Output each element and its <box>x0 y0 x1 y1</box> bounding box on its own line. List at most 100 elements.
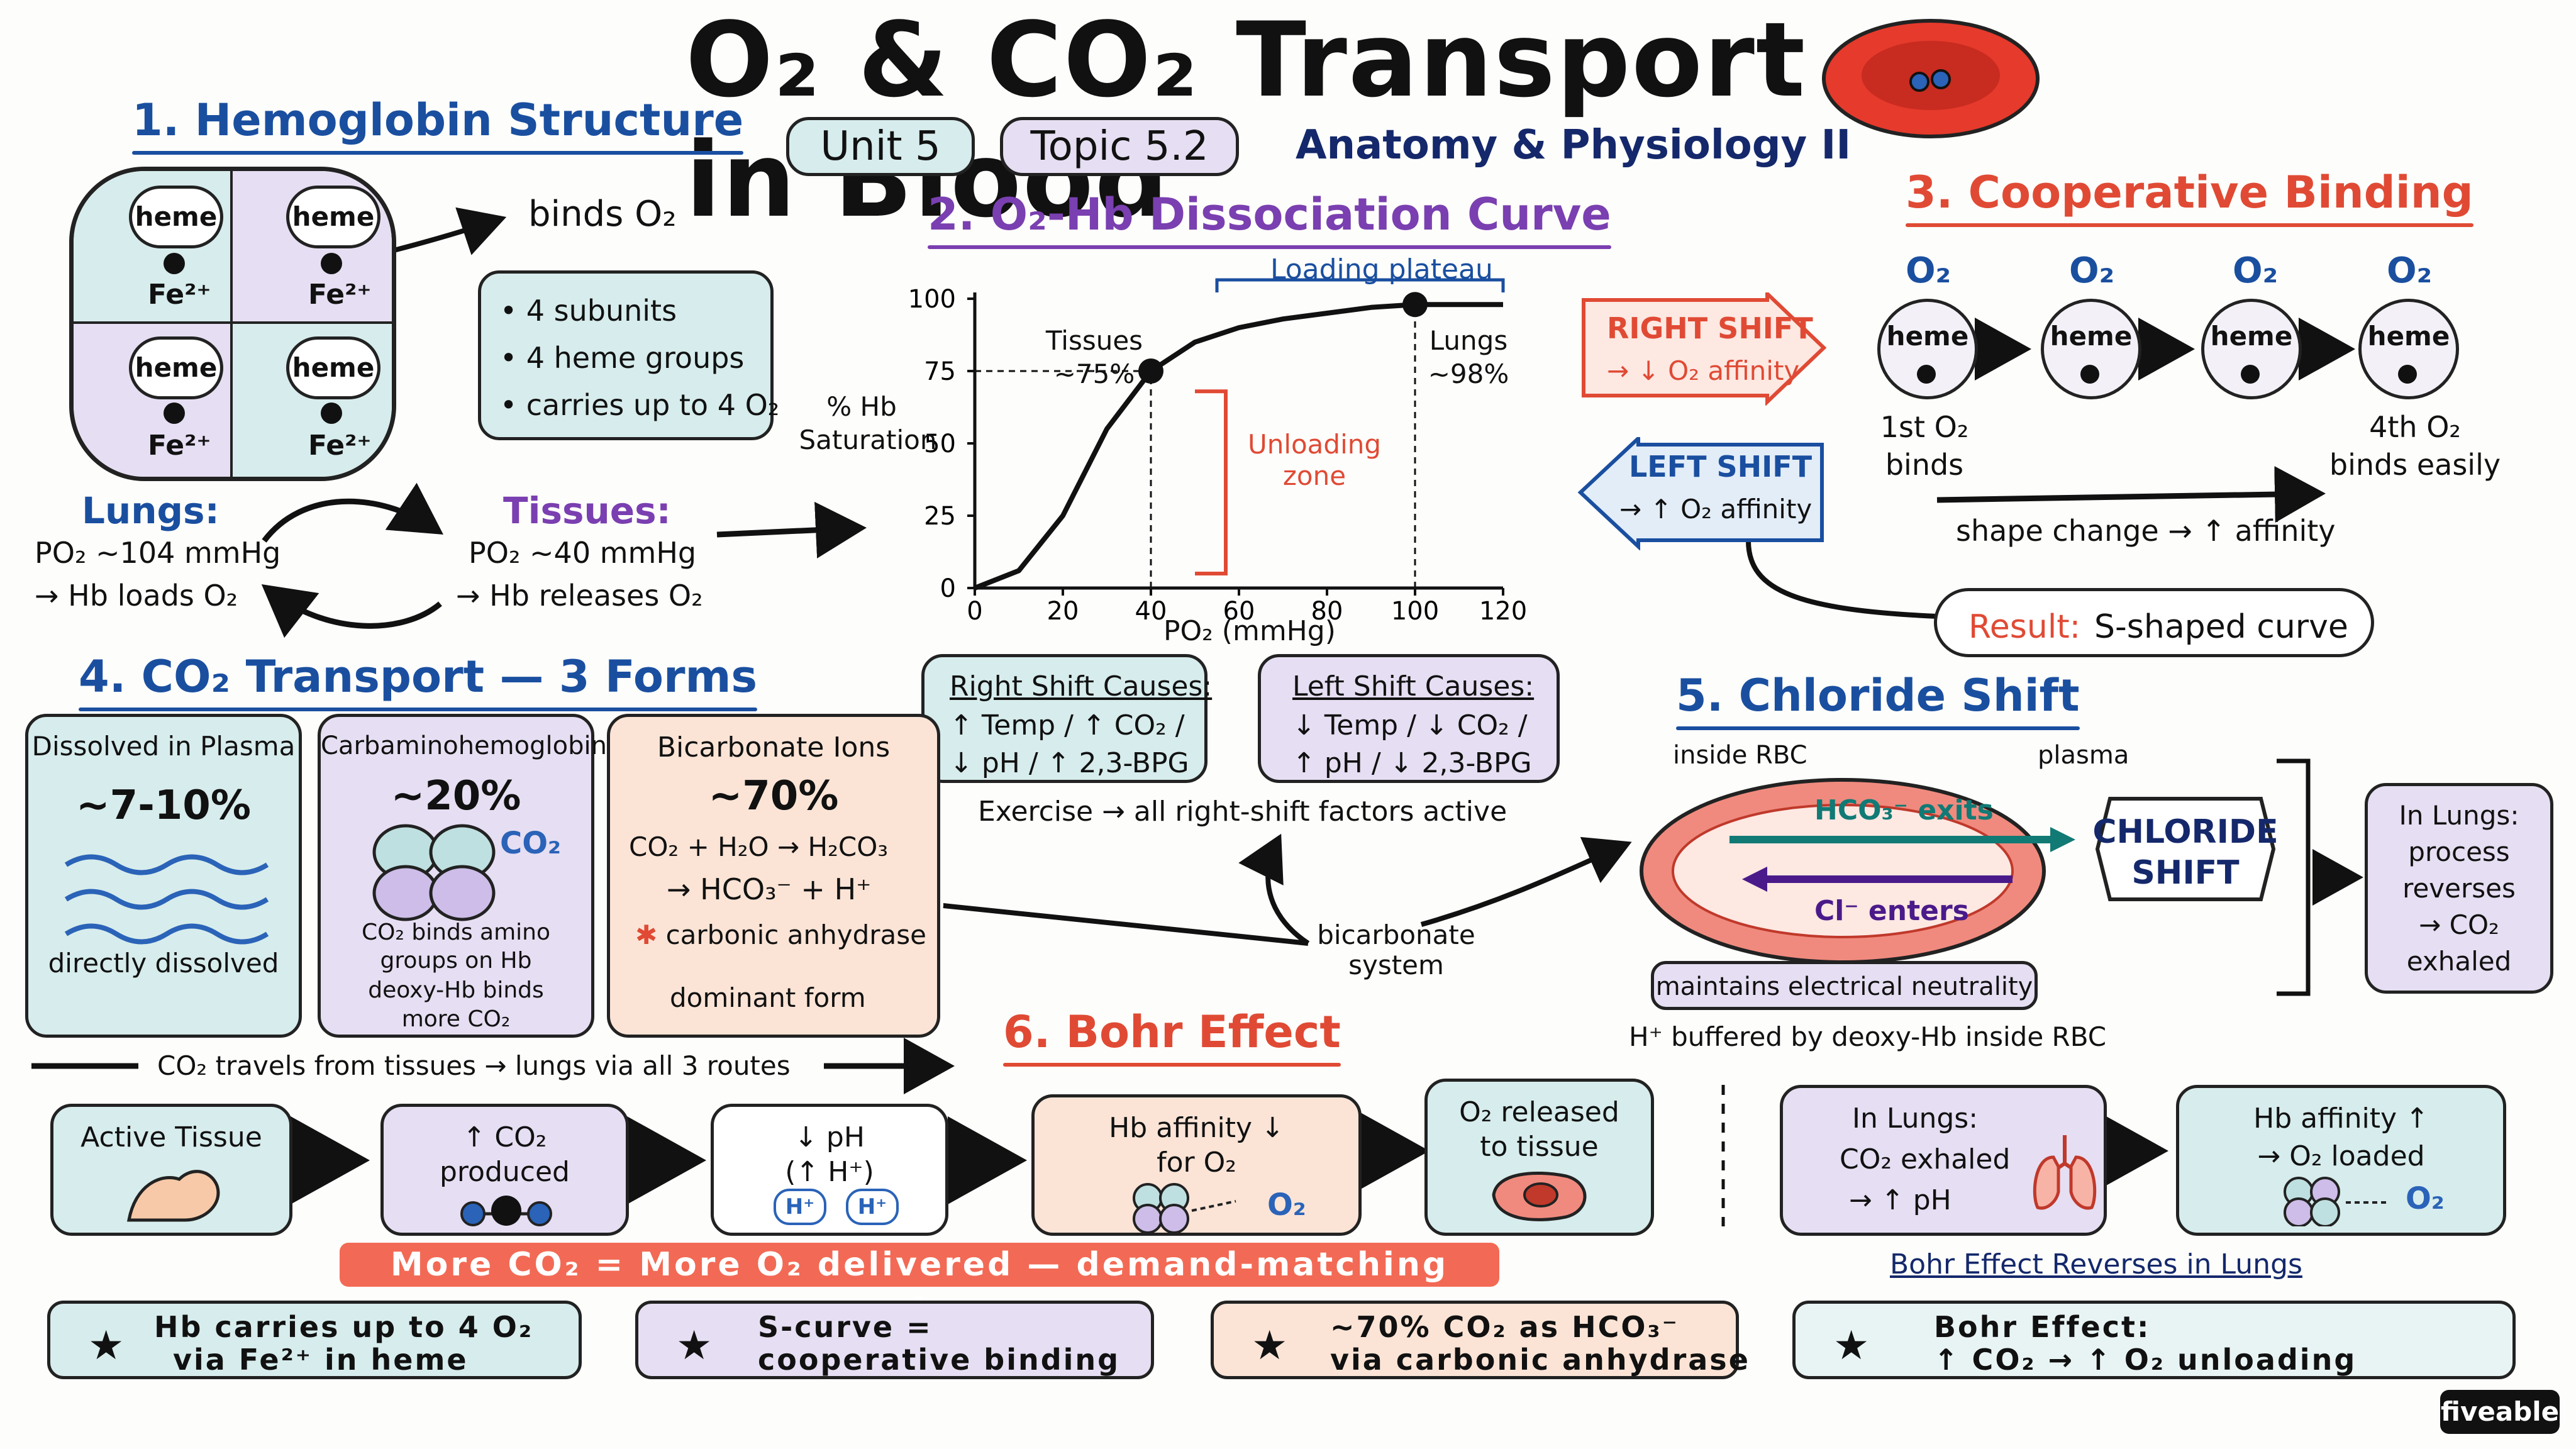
hemoglobin-facts-box: • 4 subunits • 4 heme groups • carries u… <box>478 270 779 440</box>
iron-label-1: Fe²⁺ <box>148 279 211 311</box>
coop-heme-3: heme <box>2201 299 2302 399</box>
lungs-action: → Hb loads O₂ <box>35 579 238 613</box>
carbamino-box: Carbaminohemoglobin ~20% CO₂ CO₂ binds a… <box>318 714 607 1038</box>
chloride-badge-line1: CHLORIDE <box>2092 813 2279 851</box>
flexed-arm-icon <box>127 1170 220 1222</box>
o2-released-box: O₂ released to tissue <box>1424 1079 1654 1236</box>
lungs-po2: PO₂ ~104 mmHg <box>35 536 281 570</box>
lungs-title: Lungs: <box>82 489 219 532</box>
fourth-o2-binds: binds easily <box>2329 448 2501 482</box>
tissues-point-value: ~75% <box>1053 358 1135 389</box>
binds-o2-label: binds O₂ <box>528 194 677 235</box>
left-shift-causes-box: Left Shift Causes: ↓ Temp / ↓ CO₂ / ↑ pH… <box>1258 654 1560 783</box>
coop-o2-label-4: O₂ <box>2387 250 2433 291</box>
hemoglobin-icon <box>372 824 496 921</box>
x-tick-label: 120 <box>1479 597 1527 626</box>
shape-change-label: shape change → ↑ affinity <box>1956 514 2336 548</box>
heme-oval-3: heme <box>129 336 223 399</box>
y-axis-label-1: % Hb <box>826 391 897 422</box>
star-icon: ★ <box>1833 1323 1872 1369</box>
x-tick-label: 0 <box>967 597 982 626</box>
right-shift-causes-box: Right Shift Causes: ↑ Temp / ↑ CO₂ / ↓ p… <box>921 654 1212 783</box>
x-tick-label: 20 <box>1047 597 1079 626</box>
coop-o2-label-2: O₂ <box>2069 250 2115 291</box>
x-tick-label: 40 <box>1135 597 1167 626</box>
unit-tag: Unit 5 <box>786 117 975 176</box>
coop-heme-4: heme <box>2358 299 2459 399</box>
coop-o2-label-1: O₂ <box>1906 250 1951 291</box>
loading-plateau-label: Loading plateau <box>1270 253 1493 286</box>
lungs-point-value: ~98% <box>1428 358 1509 389</box>
coop-heme-1: heme <box>1877 299 1978 399</box>
inside-rbc-label: inside RBC <box>1673 741 1807 770</box>
left-shift-to-result <box>1746 540 1938 619</box>
topic-tag: Topic 5.2 <box>1000 117 1239 176</box>
section-chloride-title: 5. Chloride Shift <box>1676 670 2080 730</box>
iron-label-3: Fe²⁺ <box>148 430 211 462</box>
affinity-drop-box: Hb affinity ↓ for O₂ O₂ <box>1031 1094 1362 1236</box>
unloading-zone-label: zone <box>1282 460 1346 491</box>
hb-load-icon <box>2284 1177 2387 1226</box>
page-title: O₂ & CO₂ Transport in Blood <box>686 0 1807 240</box>
star-icon: ★ <box>88 1323 126 1369</box>
chloride-badge-line2: SHIFT <box>2131 854 2240 892</box>
bicarb-to-exercise <box>1238 833 1310 946</box>
lungs-icon <box>2033 1135 2097 1210</box>
bicarb-to-rbc <box>1420 836 1632 927</box>
iron-dot-2 <box>321 253 342 274</box>
tissues-action: → Hb releases O₂ <box>456 579 703 613</box>
section-dissociation-title: 2. O₂-Hb Dissociation Curve <box>928 189 1611 249</box>
chloride-bracket <box>2277 758 2311 996</box>
red-blood-cell-icon <box>1822 19 2040 138</box>
star-icon: ★ <box>1252 1323 1290 1369</box>
x-tick-label: 100 <box>1391 597 1439 626</box>
unloading-label: Unloading <box>1247 429 1382 460</box>
right-shift-effect: → ↓ O₂ affinity <box>1607 355 1800 386</box>
active-tissue-box: Active Tissue <box>50 1104 292 1236</box>
heme-oval-4: heme <box>286 336 380 399</box>
y-tick-label: 0 <box>940 574 956 603</box>
x-tick-label: 80 <box>1311 597 1343 626</box>
cycle-arrow-top <box>262 482 443 543</box>
right-shift-label: RIGHT SHIFT <box>1607 311 1813 345</box>
iron-dot-1 <box>164 253 185 274</box>
y-axis-label-2: Saturation <box>799 425 937 455</box>
iron-label-2: Fe²⁺ <box>308 279 372 311</box>
heme-oval-1: heme <box>129 186 223 248</box>
first-o2-binds: binds <box>1885 448 1964 482</box>
summary-bicarbonate: ★ ~70% CO₂ as HCO₃⁻ via carbonic anhydra… <box>1211 1301 1748 1379</box>
wave-icon <box>64 854 269 945</box>
coop-heme-2: heme <box>2041 299 2141 399</box>
tissues-po2: PO₂ ~40 mmHg <box>469 536 697 570</box>
left-shift-label: LEFT SHIFT <box>1629 450 1813 484</box>
tissues-point-label: Tissues <box>1045 325 1143 356</box>
section-hemoglobin-title: 1. Hemoglobin Structure <box>132 94 744 155</box>
affinity-rise-box: Hb affinity ↑ → O₂ loaded O₂ <box>2176 1085 2506 1236</box>
hco3-exits-label: HCO₃⁻ exits <box>1814 794 1994 826</box>
fact-heme-groups: • 4 heme groups <box>500 341 745 375</box>
co2-produced-box: ↑ CO₂ produced <box>380 1104 629 1236</box>
cycle-arrow-bottom <box>261 584 442 638</box>
section-cooperative-title: 3. Cooperative Binding <box>1906 167 2473 227</box>
cl-enters-label: Cl⁻ enters <box>1814 895 1969 927</box>
neutrality-box: maintains electrical neutrality <box>1651 961 2038 1010</box>
y-tick-label: 25 <box>924 502 956 531</box>
buffer-note: H⁺ buffered by deoxy-Hb inside RBC <box>1629 1021 2107 1052</box>
bicarb-connector <box>943 903 1309 946</box>
left-shift-effect: → ↑ O₂ affinity <box>1619 494 1813 525</box>
cooperative-long-arrow <box>1936 466 2326 523</box>
loading-plateau-bracket <box>1215 278 1505 292</box>
hplus-ion-1: H⁺ <box>774 1189 826 1225</box>
coop-o2-label-3: O₂ <box>2233 250 2279 291</box>
co2-routes-note: CO₂ travels from tissues → lungs via all… <box>157 1050 791 1081</box>
summary-bohr: ★ Bohr Effect: ↑ CO₂ → ↑ O₂ unloading <box>1792 1301 2516 1379</box>
iron-dot-4 <box>321 402 342 424</box>
curve-point <box>1138 358 1163 384</box>
x-axis-label: PO₂ (mmHg) <box>1163 615 1336 647</box>
star-icon: ★ <box>676 1323 714 1369</box>
demand-matching-banner: More CO₂ = More O₂ delivered — demand-ma… <box>340 1243 1499 1328</box>
exercise-note: Exercise → all right-shift factors activ… <box>978 796 1507 828</box>
fact-subunits: • 4 subunits <box>500 294 677 328</box>
dissolved-plasma-box: Dissolved in Plasma ~7-10% directly diss… <box>25 714 302 1038</box>
